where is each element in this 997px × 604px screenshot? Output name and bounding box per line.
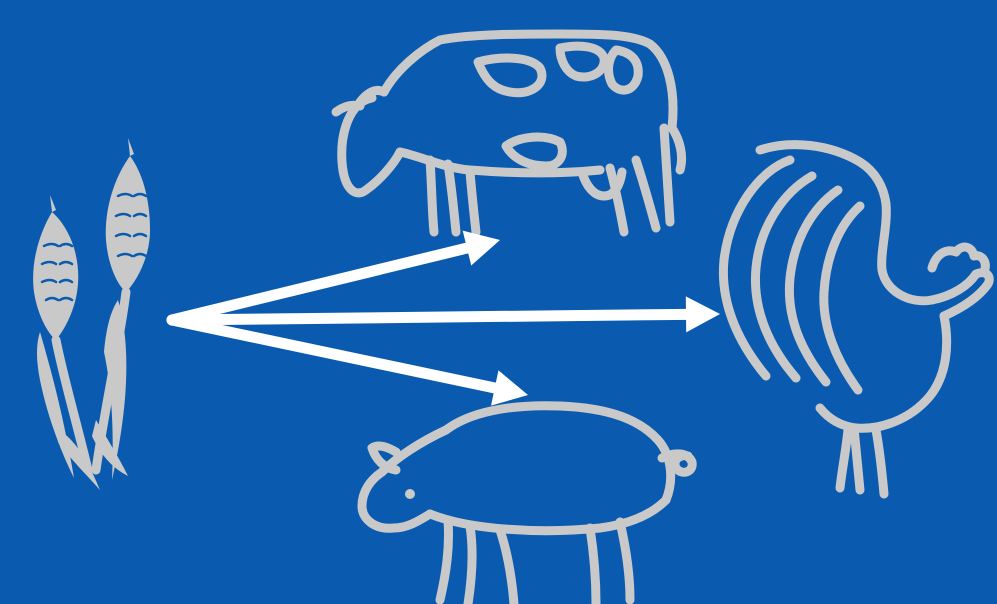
rooster-eye [954, 286, 962, 294]
arrow-wheat-to-rooster [172, 314, 688, 320]
pig-eye [405, 489, 415, 499]
